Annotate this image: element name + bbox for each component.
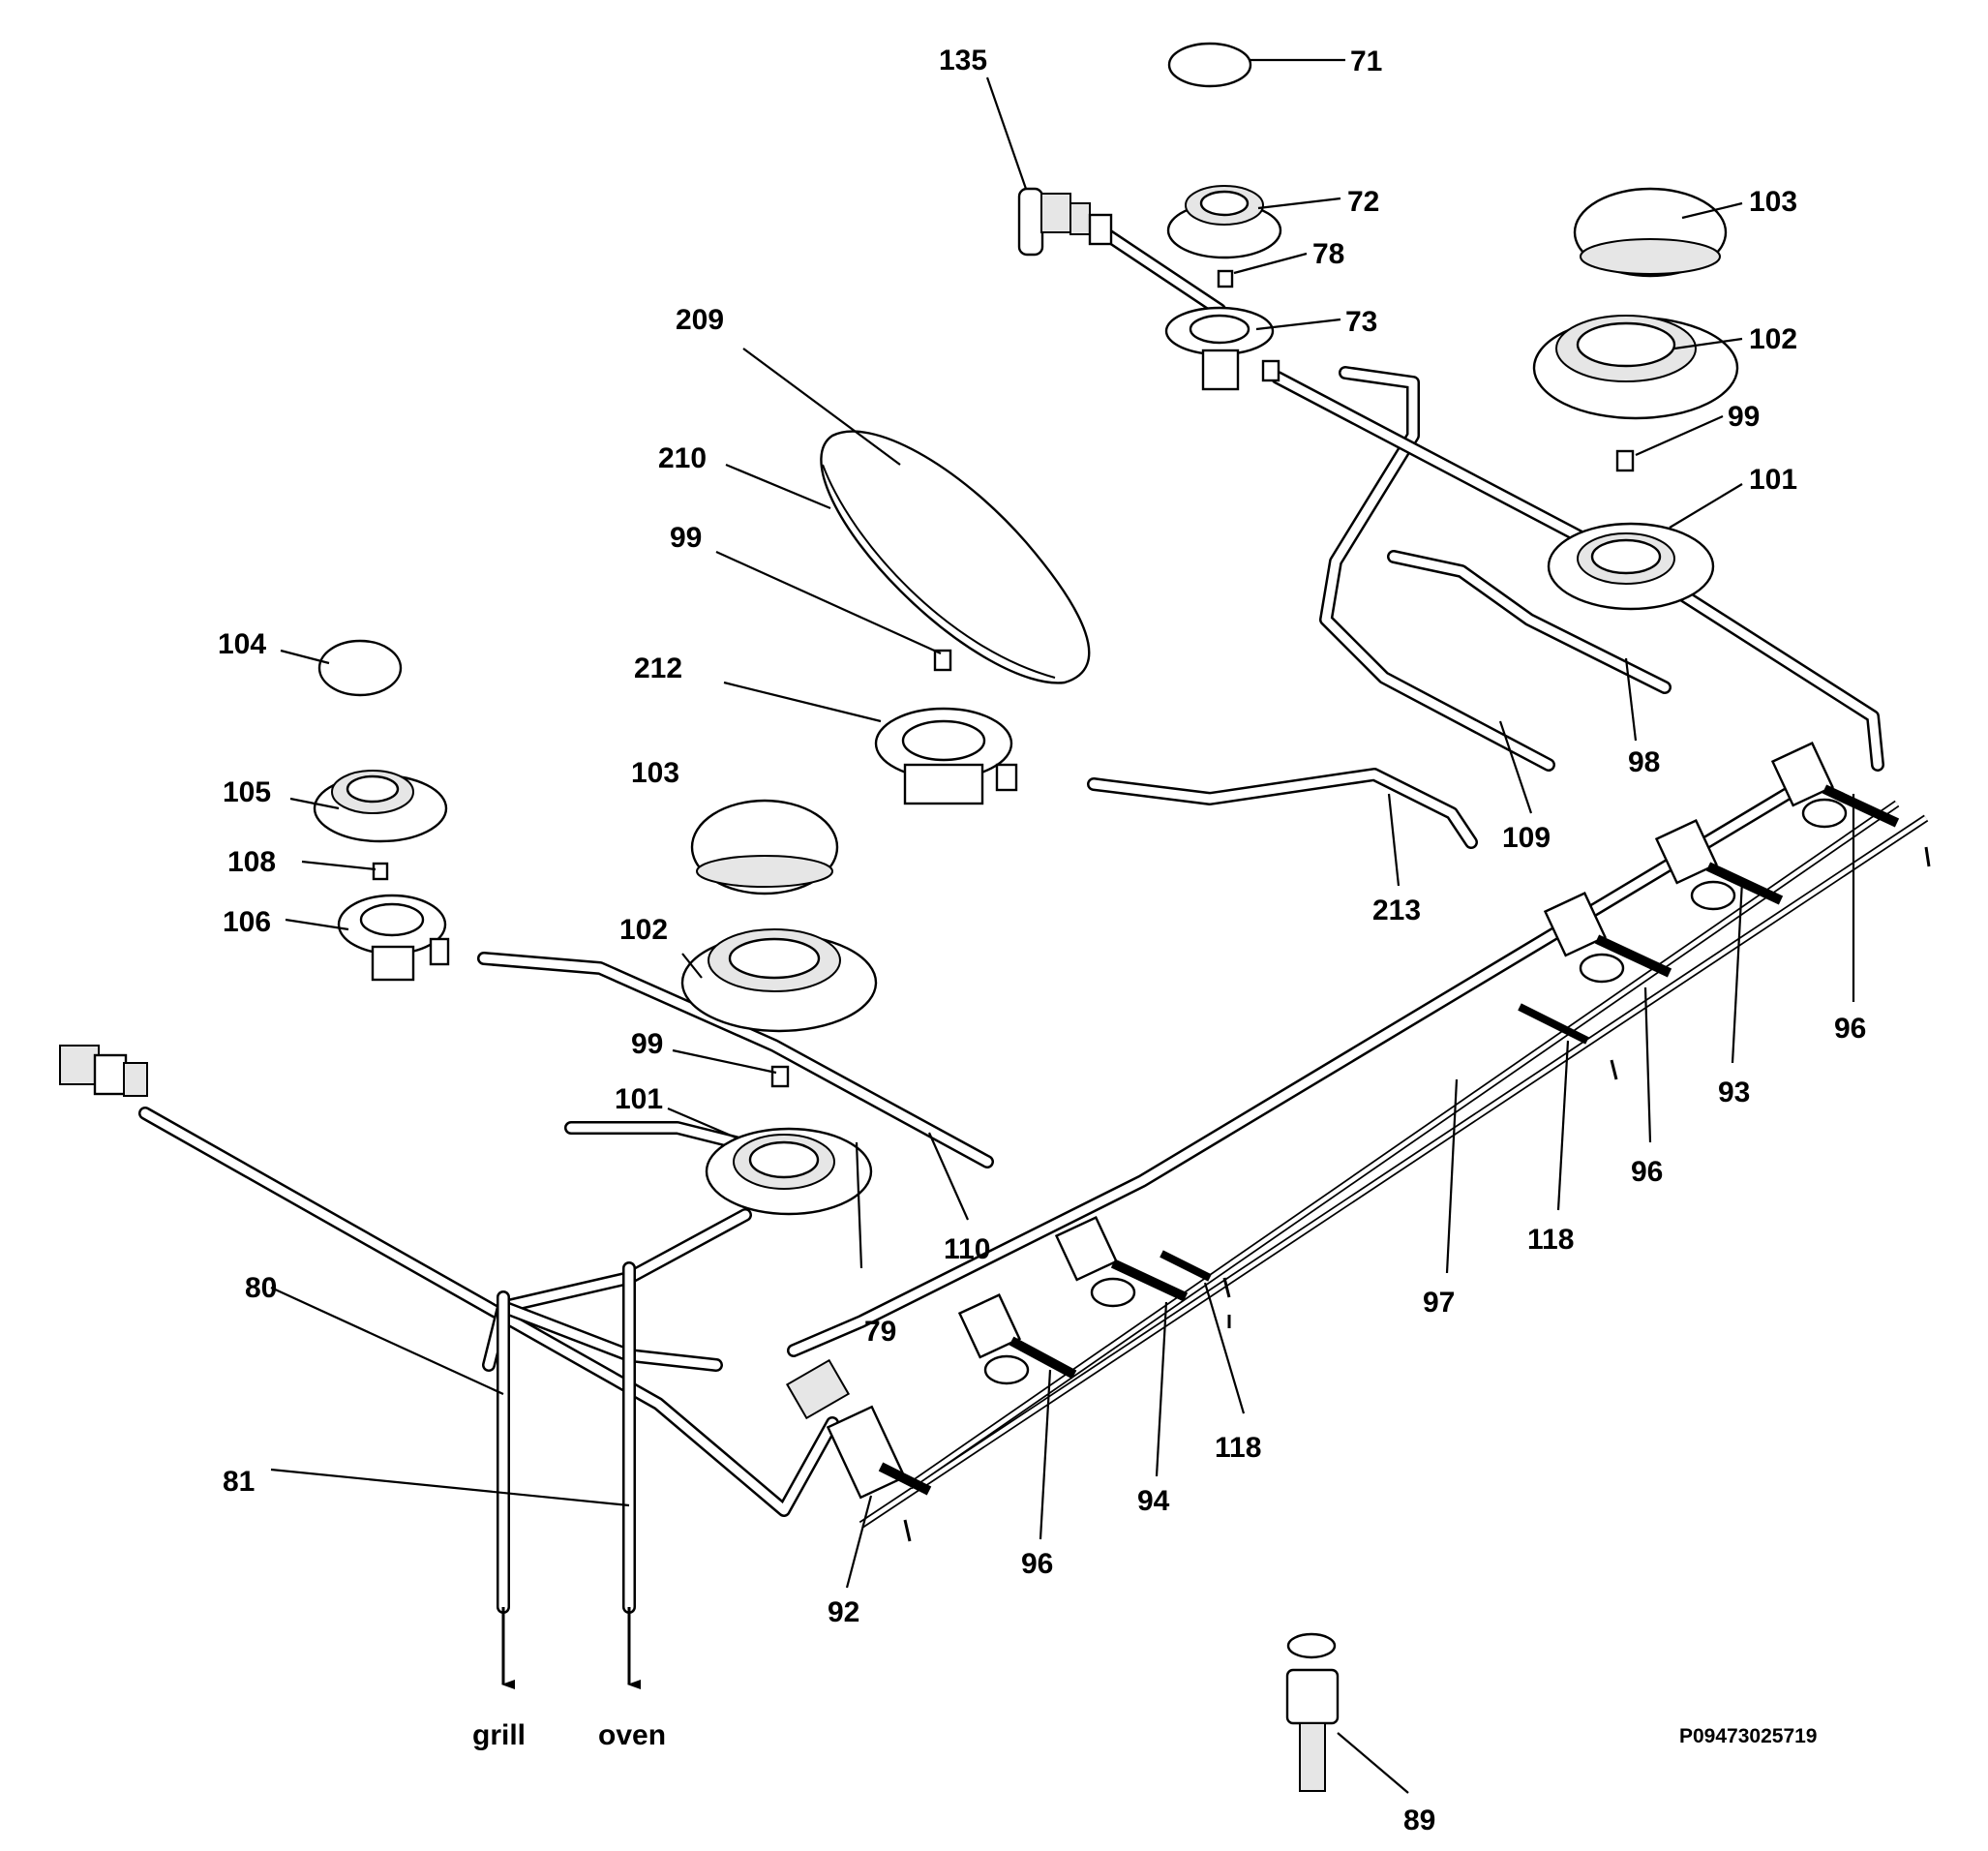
label-99-left: 99 <box>631 1028 663 1060</box>
label-79: 79 <box>864 1316 896 1348</box>
label-71: 71 <box>1350 46 1382 77</box>
injector-99-left <box>770 1065 790 1088</box>
label-102-right: 102 <box>1749 323 1797 355</box>
label-213: 213 <box>1372 895 1421 926</box>
leader-lines <box>270 58 1855 1794</box>
label-98: 98 <box>1628 746 1660 778</box>
label-212: 212 <box>634 652 682 684</box>
left-inlet-fitting <box>59 1045 148 1097</box>
label-106: 106 <box>223 906 271 938</box>
fish-burner-209 <box>820 430 1091 684</box>
label-96-left: 96 <box>1021 1548 1053 1580</box>
caption-grill: grill <box>472 1719 526 1751</box>
caption-oven: oven <box>598 1719 666 1751</box>
label-89: 89 <box>1403 1805 1435 1836</box>
burner-crown-102-right <box>1532 315 1739 420</box>
label-101-right: 101 <box>1749 464 1797 496</box>
burner-crown-72 <box>1166 185 1282 259</box>
label-97: 97 <box>1423 1287 1455 1319</box>
burner-cup-73 <box>1164 306 1280 391</box>
feed-captions: grill oven <box>472 1719 666 1751</box>
label-72: 72 <box>1347 186 1379 218</box>
injector-99-right <box>1615 449 1635 472</box>
burner-cap-103-right <box>1573 187 1728 278</box>
label-108: 108 <box>227 846 276 878</box>
gas-inlet-89 <box>1285 1632 1340 1792</box>
burner-cap-104 <box>317 639 403 697</box>
gas-pipes <box>138 226 1884 1614</box>
burner-cap-71 <box>1167 42 1252 88</box>
injector-108 <box>372 862 389 881</box>
label-109: 109 <box>1502 822 1551 854</box>
tap-94 <box>1054 1216 1189 1308</box>
label-99-middle: 99 <box>670 522 702 554</box>
tap-96-left <box>957 1293 1077 1385</box>
injector-99-middle <box>933 649 952 672</box>
label-103-left: 103 <box>631 757 679 789</box>
tap-96-right <box>1770 742 1900 829</box>
label-105: 105 <box>223 776 271 808</box>
label-210: 210 <box>658 442 707 474</box>
burner-cup-212 <box>874 707 1018 805</box>
label-209: 209 <box>676 304 724 336</box>
label-118-left: 118 <box>1215 1432 1261 1464</box>
tap-92 <box>785 1358 932 1500</box>
label-96-middle: 96 <box>1631 1156 1663 1188</box>
label-135: 135 <box>939 45 987 76</box>
label-103-right: 103 <box>1749 186 1797 218</box>
burner-cap-103-left <box>690 799 839 895</box>
label-110: 110 <box>944 1233 990 1265</box>
label-92: 92 <box>828 1596 859 1628</box>
label-94: 94 <box>1137 1485 1170 1517</box>
label-99-right: 99 <box>1728 401 1760 433</box>
label-78: 78 <box>1312 238 1344 270</box>
tap-93 <box>1654 819 1784 911</box>
label-102-left: 102 <box>619 914 668 946</box>
label-80: 80 <box>245 1272 277 1304</box>
label-73: 73 <box>1345 306 1377 338</box>
label-96-right: 96 <box>1834 1013 1866 1045</box>
label-101-left: 101 <box>615 1083 663 1115</box>
burner-cup-101-right <box>1547 522 1715 611</box>
injector-78 <box>1217 269 1234 288</box>
burner-crown-102-left <box>680 928 878 1033</box>
connector-135 <box>1017 187 1113 257</box>
burner-cup-106 <box>337 894 450 982</box>
label-81: 81 <box>223 1466 255 1498</box>
burner-cup-101-left <box>705 1127 873 1216</box>
label-104: 104 <box>218 628 266 660</box>
label-118-right: 118 <box>1527 1224 1574 1256</box>
tap-96-middle <box>1543 892 1672 984</box>
diagram-code: P09473025719 <box>1679 1725 1817 1747</box>
burner-crown-105 <box>313 770 448 843</box>
feed-arrows <box>501 1607 641 1689</box>
label-93: 93 <box>1718 1077 1750 1108</box>
part-number-labels: 71 135 72 78 73 103 102 99 101 209 210 9… <box>218 45 1866 1836</box>
